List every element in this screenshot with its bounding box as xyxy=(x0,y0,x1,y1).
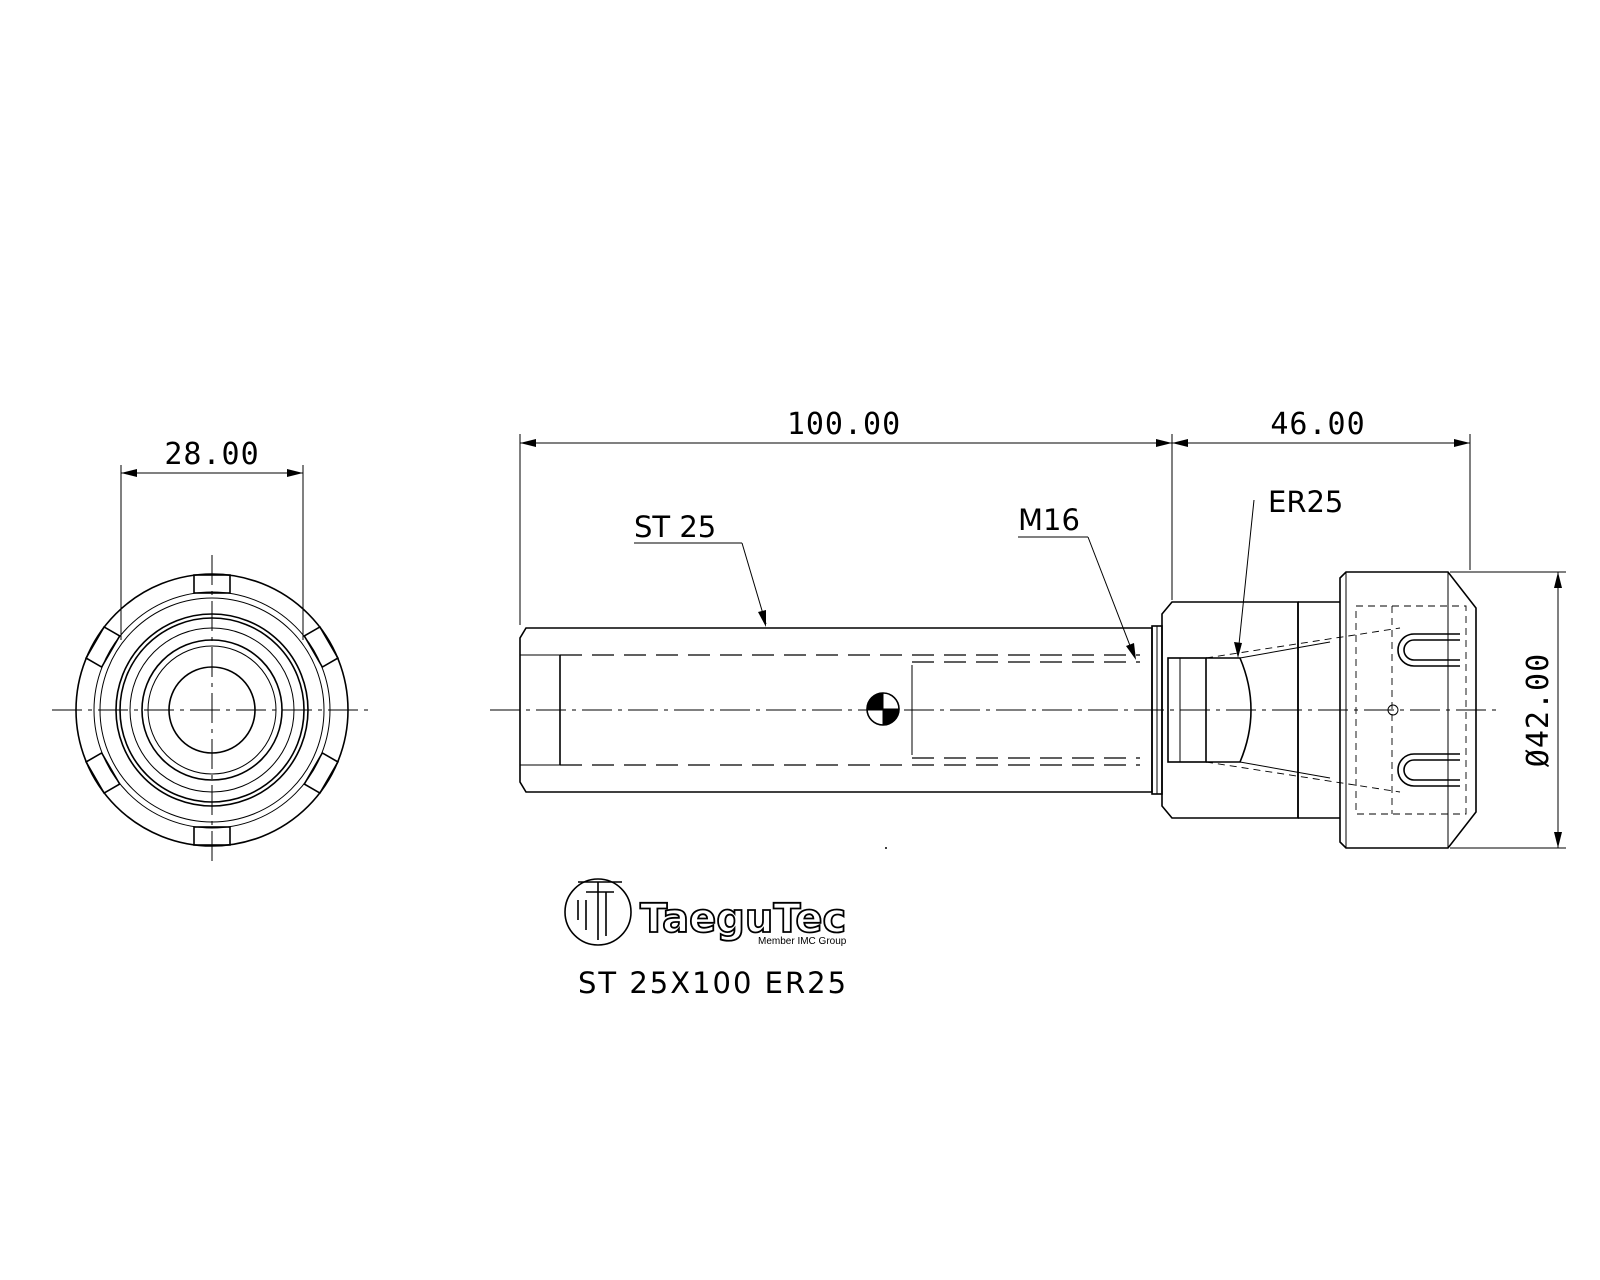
side-view: 100.00 46.00 Ø42.00 ST 25 xyxy=(490,407,1566,849)
label-collet: ER25 xyxy=(1268,485,1343,519)
dim-nut-diameter: Ø42.00 xyxy=(1450,571,1566,849)
nut xyxy=(1339,571,1477,849)
dim-head-length: 46.00 xyxy=(1172,407,1471,570)
label-thread: M16 xyxy=(1018,503,1080,537)
leader-shank: ST 25 xyxy=(634,510,767,627)
leader-thread: M16 xyxy=(1018,503,1136,660)
dim-28-text: 28.00 xyxy=(164,437,259,472)
label-shank: ST 25 xyxy=(634,510,716,544)
head-body xyxy=(1161,601,1401,819)
taegutec-logo: TaeguTec Member IMC Group xyxy=(564,878,847,947)
dim-42-text: Ø42.00 xyxy=(1521,653,1556,767)
part-number: ST 25X100 ER25 xyxy=(578,966,848,1000)
dim-shank-length: 100.00 xyxy=(519,407,1173,625)
dim-end-width: 28.00 xyxy=(120,437,304,640)
end-view: 28.00 xyxy=(52,437,372,865)
leader-collet: ER25 xyxy=(1234,485,1343,658)
logo-tagline: Member IMC Group xyxy=(758,936,847,947)
dim-46-text: 46.00 xyxy=(1270,407,1365,442)
nut-notches xyxy=(84,574,340,846)
logo-name: TaeguTec xyxy=(640,896,846,942)
dim-100-text: 100.00 xyxy=(787,407,901,442)
